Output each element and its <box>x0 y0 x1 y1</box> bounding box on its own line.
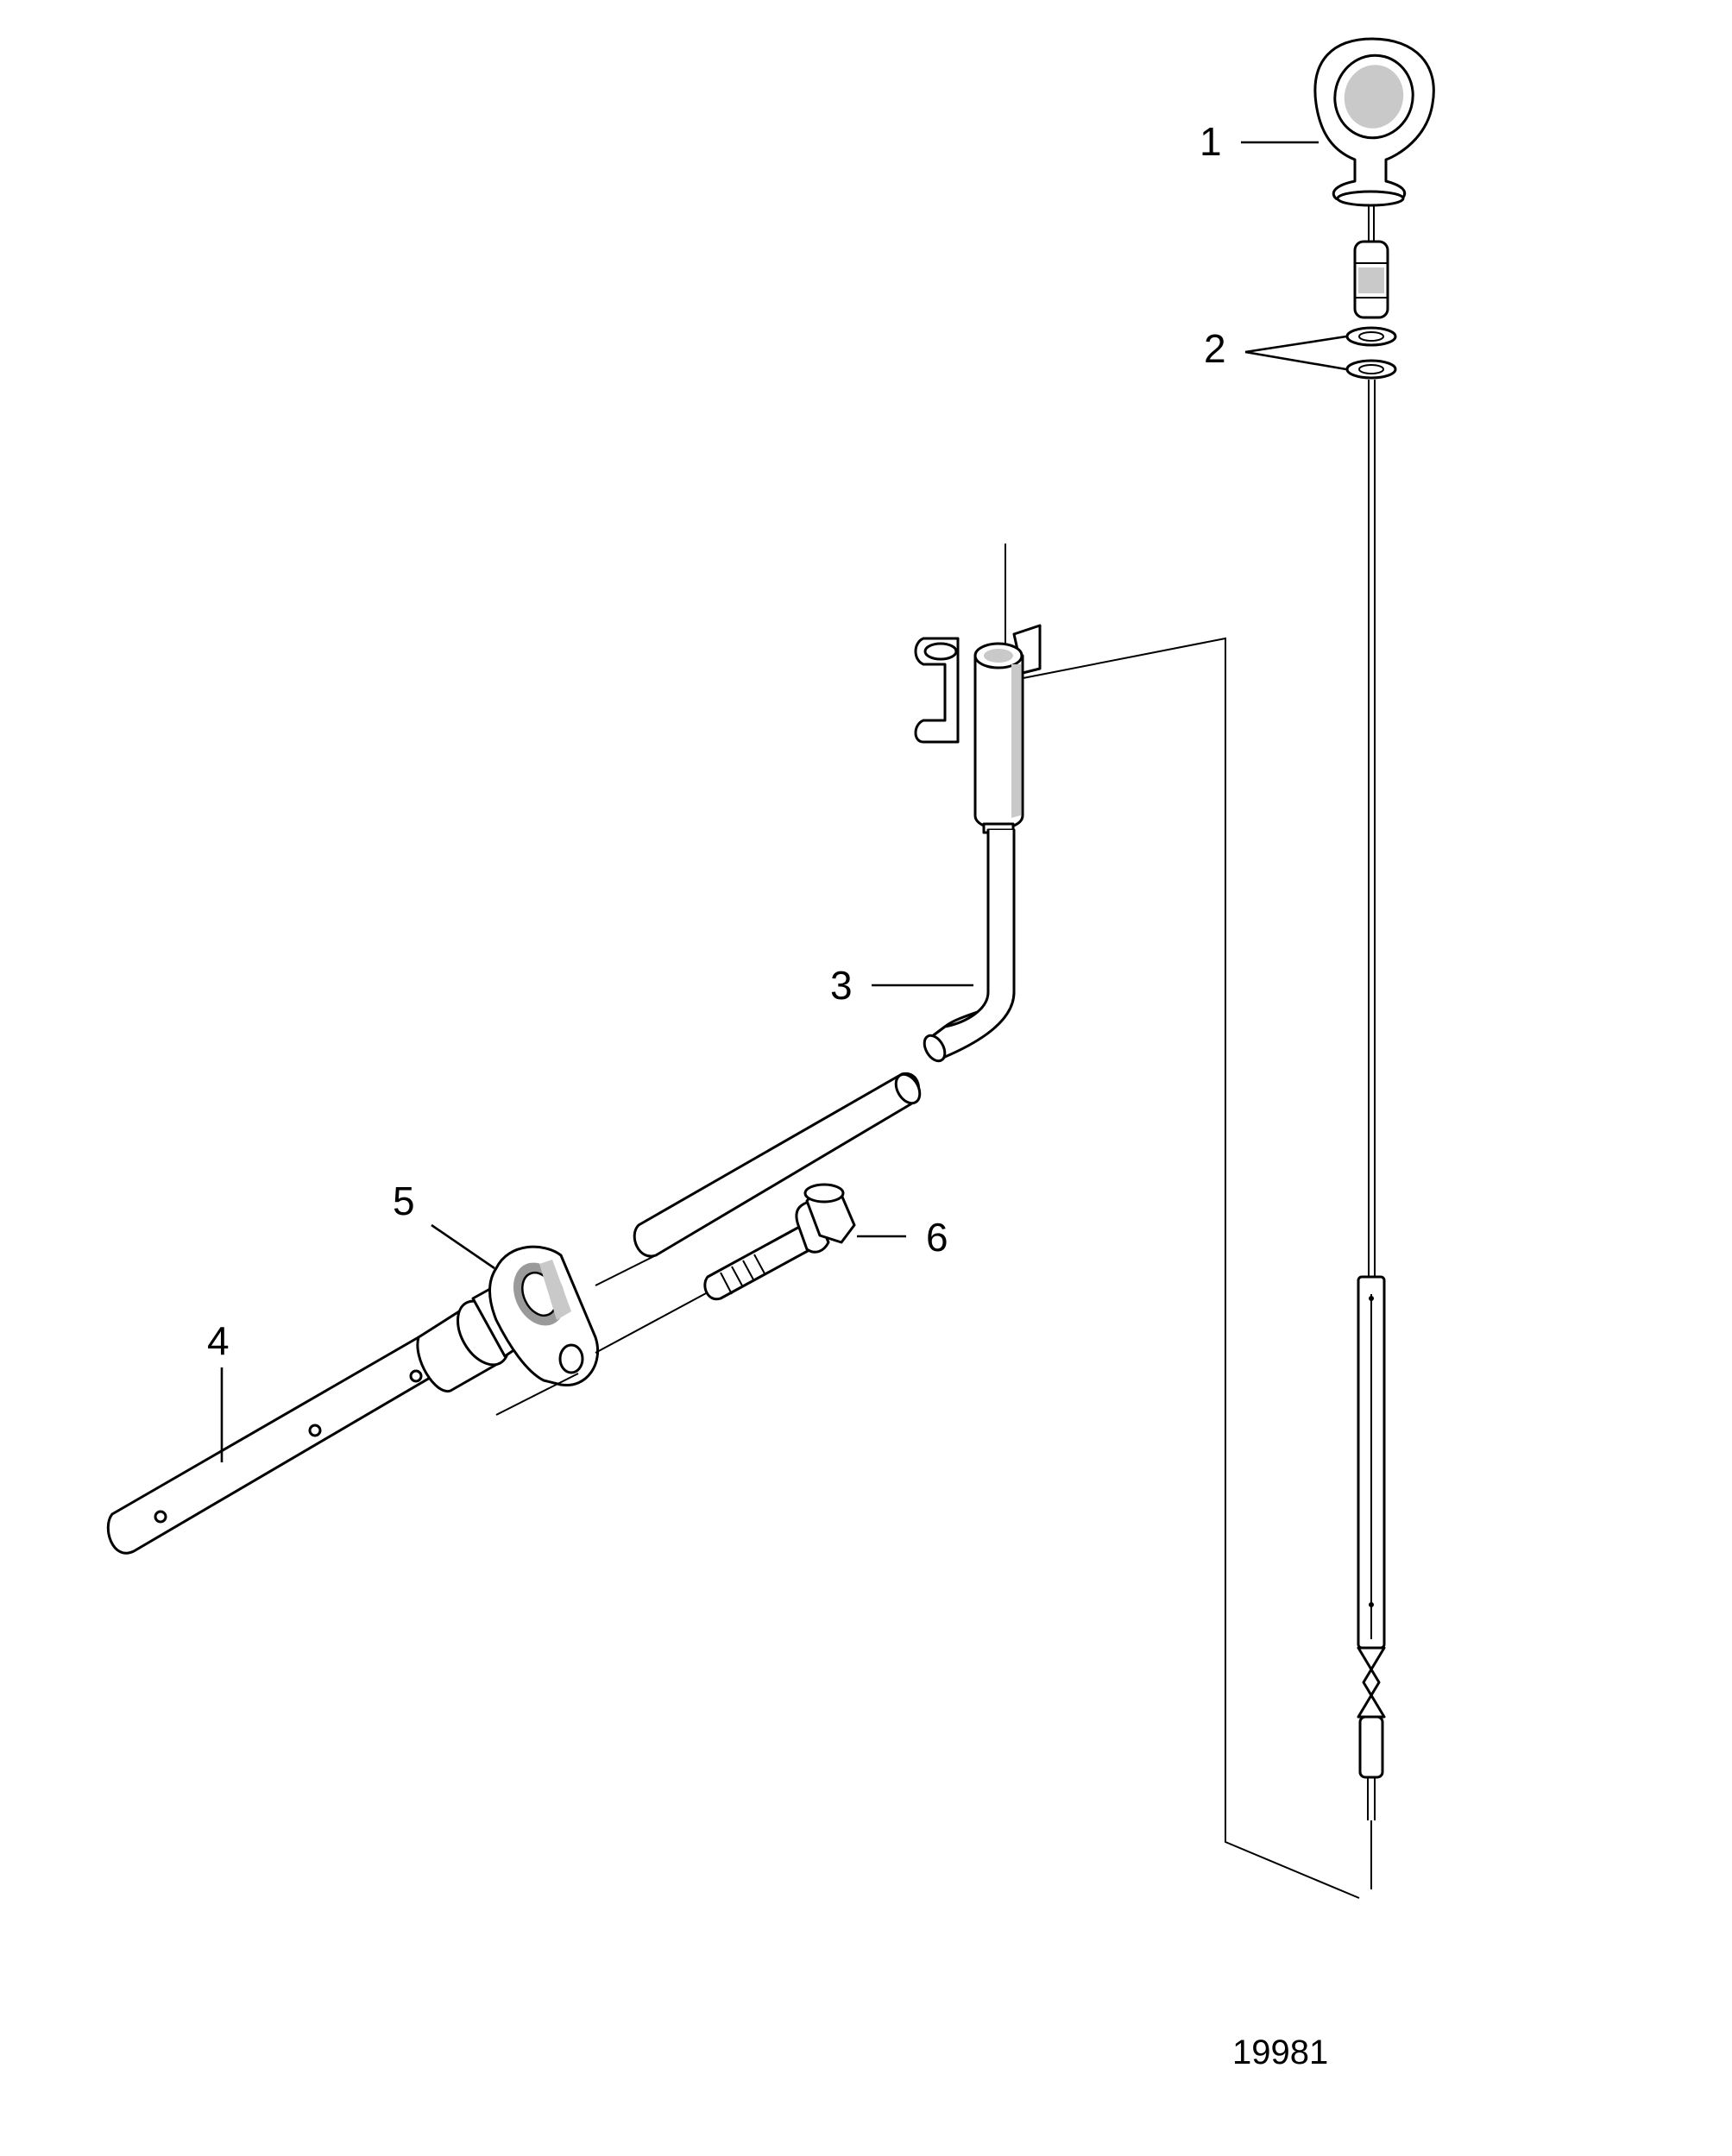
leader-line-5 <box>431 1223 495 1270</box>
callout-label-2: 2 <box>1204 326 1226 371</box>
o-ring-seals <box>1345 326 1397 380</box>
callout-label-6: 6 <box>926 1215 948 1260</box>
callout-label-1: 1 <box>1200 119 1222 164</box>
lower-tube <box>106 1284 528 1555</box>
callout-label-4: 4 <box>207 1318 230 1363</box>
figure-reference-number: 19981 <box>1232 2033 1328 2071</box>
leader-line-2b <box>1244 350 1347 371</box>
flange-bolt <box>595 1183 856 1354</box>
leader-line-2a <box>1244 335 1347 354</box>
dipstick-connector <box>1353 240 1389 319</box>
callout-label-5: 5 <box>393 1179 415 1223</box>
dipstick-handle <box>1313 37 1435 242</box>
dipstick-blade <box>1357 380 1386 1889</box>
guide-tube <box>633 624 1042 1258</box>
assembly-line <box>1005 544 1360 1899</box>
callout-label-3: 3 <box>830 963 853 1008</box>
mounting-flange <box>488 1245 657 1416</box>
